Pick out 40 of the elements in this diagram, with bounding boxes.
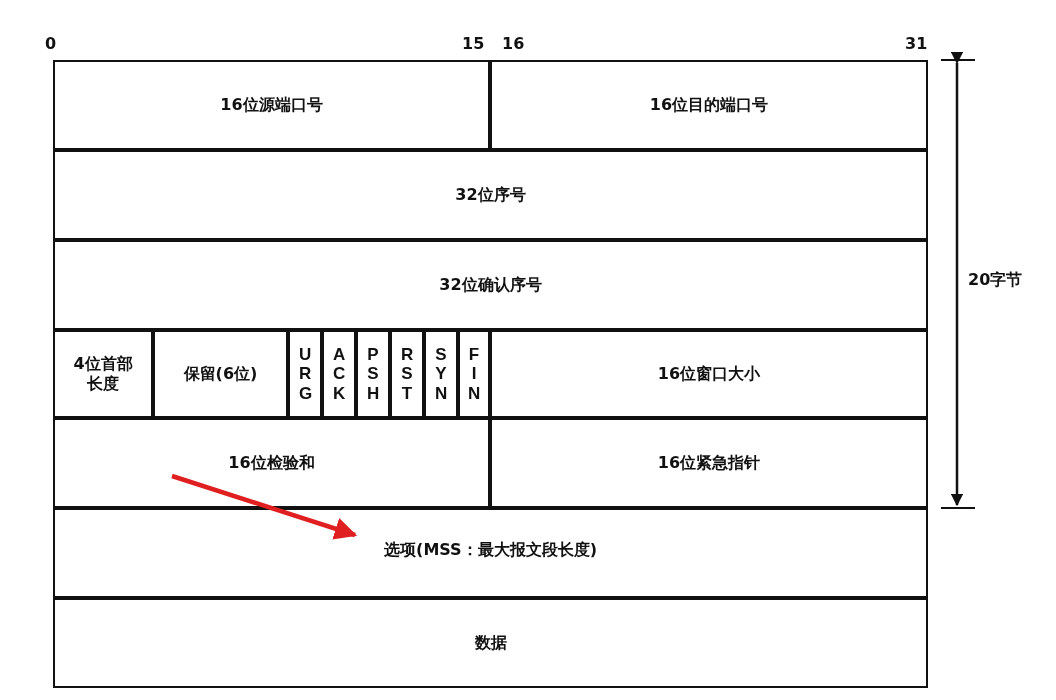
- header-field-cell: [490, 418, 928, 508]
- header-field-cell: [490, 60, 928, 150]
- bit-number: 15: [462, 34, 485, 53]
- header-field-cell: [53, 240, 928, 330]
- field-label: 保留(6位): [183, 364, 258, 384]
- flag-bit-cell: [424, 330, 458, 418]
- bit-number: 31: [905, 34, 928, 53]
- header-field-cell: [153, 330, 288, 418]
- header-field-cell: [53, 598, 928, 688]
- arrow: [171, 473, 358, 540]
- flag-name: SYN: [434, 344, 448, 404]
- flag-name: FIN: [467, 344, 481, 404]
- flag-bit-cell: [322, 330, 356, 418]
- field-label: 32位序号: [455, 185, 526, 205]
- header-field-cell: [53, 508, 928, 598]
- field-label: 选项(MSS：最大报文段长度): [384, 540, 597, 560]
- field-label: 16位源端口号: [220, 95, 323, 115]
- flag-bit-cell: [458, 330, 490, 418]
- header-field-cell: [53, 330, 153, 418]
- bit-number: 0: [45, 34, 57, 53]
- flag-name: ACK: [332, 344, 346, 404]
- header-field-cell: [53, 150, 928, 240]
- field-label: 16位检验和: [228, 453, 315, 473]
- field-label: 16位紧急指针: [657, 453, 761, 473]
- flag-name: PSH: [366, 344, 380, 404]
- header-field-cell: [53, 418, 490, 508]
- field-label: 32位确认序号: [439, 275, 542, 295]
- header-field-cell: [53, 60, 490, 150]
- bit-number: 16: [502, 34, 525, 53]
- field-label: 数据: [474, 633, 507, 653]
- flag-bit-cell: [356, 330, 390, 418]
- header-field-cell: [490, 330, 928, 418]
- flag-bit-cell: [390, 330, 424, 418]
- field-label: 16位窗口大小: [657, 364, 761, 384]
- field-label: 4位首部长度: [72, 354, 134, 394]
- field-label: 16位目的端口号: [649, 95, 769, 115]
- dimension-label: 20字节: [968, 270, 1023, 291]
- flag-name: RST: [400, 344, 414, 404]
- flag-name: URG: [298, 344, 312, 404]
- flag-bit-cell: [288, 330, 322, 418]
